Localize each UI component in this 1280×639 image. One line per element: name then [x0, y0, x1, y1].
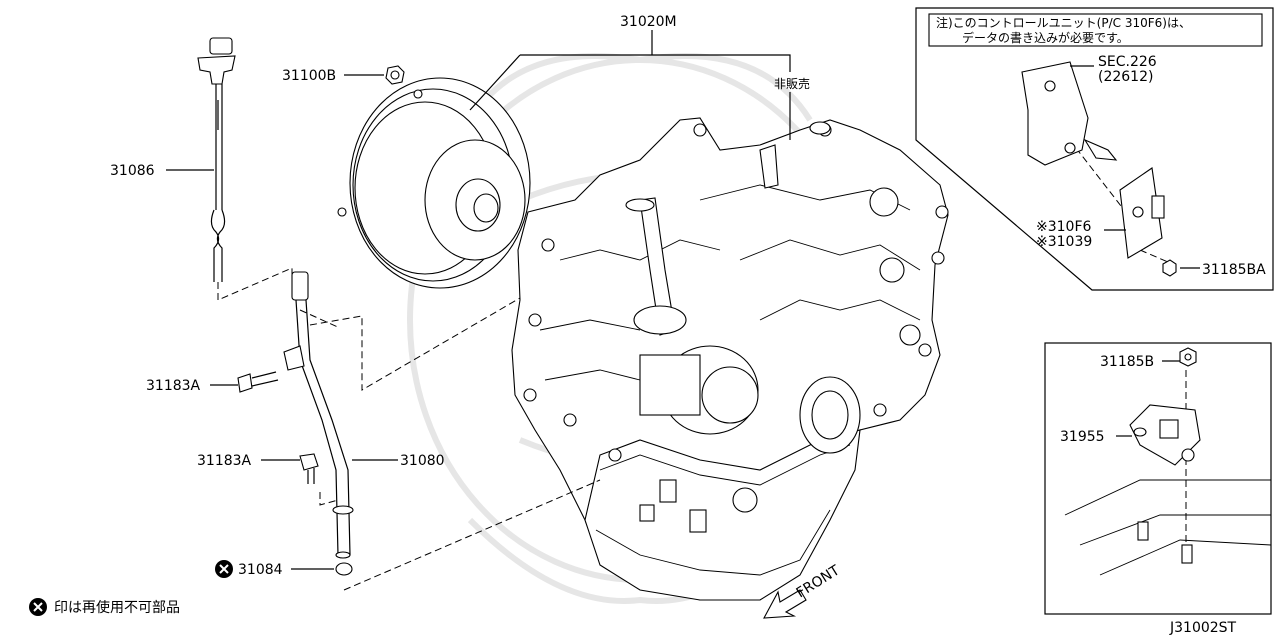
diagram-code: J31002ST — [1169, 620, 1237, 636]
note-line-2: データの書き込みが必要です。 — [962, 30, 1129, 45]
nut-31100B — [385, 65, 405, 85]
label-31039: ※31039 — [1036, 234, 1092, 250]
label-sec-ref: SEC.226 — [1098, 54, 1157, 70]
bolt-31183A-upper — [237, 371, 279, 393]
dipstick-31086 — [197, 37, 236, 282]
front-arrow-icon — [763, 589, 807, 619]
bolt-31183A-lower — [299, 453, 319, 484]
legend-non-reusable — [29, 598, 47, 616]
label-31183A-upper: 31183A — [146, 378, 201, 394]
label-31086: 31086 — [110, 163, 155, 179]
label-sec-sub: (22612) — [1098, 69, 1153, 85]
transaxle-assembly — [511, 117, 949, 601]
non-reusable-marker-31084 — [215, 560, 233, 578]
label-31100B: 31100B — [282, 68, 336, 84]
leader-lines — [166, 30, 1200, 570]
label-310F6: ※310F6 — [1036, 219, 1092, 235]
label-31080: 31080 — [400, 453, 445, 469]
control-unit-inset — [915, 7, 1274, 291]
o-ring-31084 — [335, 562, 353, 576]
filler-tube-31080 — [283, 271, 354, 559]
note-line-1: 注)このコントロールユニット(P/C 310F6)は、 — [936, 15, 1191, 30]
label-31955: 31955 — [1060, 429, 1105, 445]
label-31020M: 31020M — [620, 14, 677, 30]
label-not-sold: 非販売 — [774, 76, 810, 91]
label-31185B: 31185B — [1100, 354, 1154, 370]
label-31183A-lower: 31183A — [197, 453, 252, 469]
legend-text: 印は再使用不可部品 — [54, 599, 180, 616]
label-31084: 31084 — [238, 562, 283, 578]
dashed-guide-lines — [217, 147, 1187, 591]
label-31185BA: 31185BA — [1202, 262, 1266, 278]
torque-converter — [337, 77, 531, 289]
sensor-inset — [1044, 342, 1272, 615]
